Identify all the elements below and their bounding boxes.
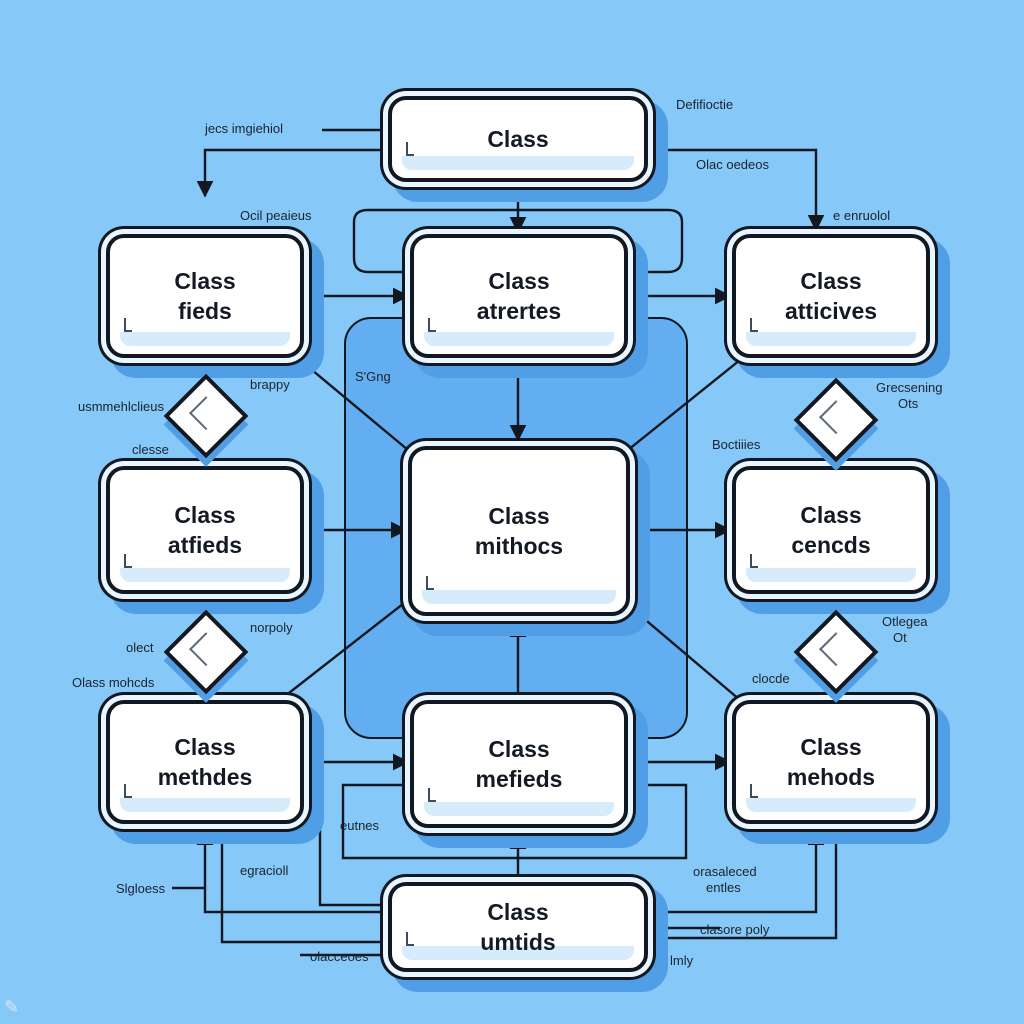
node-class-top-line1: Class [487, 126, 549, 152]
node-class-attrives-line1: Class [800, 268, 862, 294]
label-brappy: brappy [250, 377, 290, 392]
corner-mark [428, 318, 436, 332]
connector-methdes-down [318, 830, 388, 907]
connector-attributes-loop [352, 208, 684, 274]
label-ocil-peaieus: Ocil peaieus [240, 208, 312, 223]
node-class-atfields-line1: Class [174, 502, 236, 528]
node-class-atfields-line2: atfieds [167, 532, 243, 558]
label-sgng: S'Gng [355, 369, 391, 384]
label-jecs: jecs imgiehiol [205, 121, 284, 136]
connector-top-right-loop [648, 148, 825, 232]
label-slgloess: Slgloess [116, 881, 166, 896]
label-olect: olect [126, 640, 154, 655]
label-orasaleced: orasaleced [693, 864, 757, 879]
label-olass-mohcds: Olass mohcds [72, 675, 155, 690]
label-defifioctie: Defifioctie [676, 97, 734, 112]
node-class-mefieds[interactable]: Class mefieds [410, 700, 628, 828]
node-class-mehods-line1: Class [800, 734, 862, 760]
connector-methdes-center [279, 599, 409, 701]
node-class-top[interactable]: Class [388, 96, 648, 182]
connector-umtids-left-2 [220, 830, 388, 944]
node-class-cencds-line2: cencds [791, 532, 871, 558]
corner-mark [124, 554, 132, 568]
node-class-methods-center[interactable]: Class mithocs [408, 446, 630, 616]
corner-mark [750, 784, 758, 798]
connector-attrives-center [627, 359, 741, 451]
label-boctiiies: Boctiiies [712, 437, 761, 452]
corner-mark [428, 788, 436, 802]
label-lmly: lmly [670, 953, 694, 968]
corner-mark [124, 318, 132, 332]
node-class-attrives[interactable]: Class atticives [732, 234, 930, 358]
corner-mark [406, 932, 414, 946]
node-class-methdes-line2: methdes [157, 764, 253, 790]
node-class-umtids[interactable]: Class umtids [388, 882, 648, 972]
label-clesse: clesse [132, 442, 169, 457]
connector-umtids-right-2 [648, 830, 838, 940]
node-class-mehods[interactable]: Class mehods [732, 700, 930, 824]
node-class-mefieds-line1: Class [488, 736, 550, 762]
node-class-mehods-line2: mehods [786, 764, 876, 790]
label-norpoly: norpoly [250, 620, 293, 635]
label-ot: Ot [893, 630, 907, 645]
connector-bottom-loop [341, 783, 688, 860]
corner-mark [124, 784, 132, 798]
node-class-fields-line2: fieds [178, 298, 232, 324]
corner-mark [426, 576, 434, 590]
node-class-attributes[interactable]: Class atrertes [410, 234, 628, 358]
label-entles: entles [706, 880, 741, 895]
node-class-fields[interactable]: Class fieds [106, 234, 304, 358]
connector-fields-center [299, 359, 409, 451]
node-class-methdes-line1: Class [174, 734, 236, 760]
node-class-attributes-line1: Class [488, 268, 550, 294]
corner-mark [406, 142, 414, 156]
connector-top-left-loop [196, 148, 388, 198]
corner-mark [750, 318, 758, 332]
label-egracioll: egracioll [240, 863, 289, 878]
connector-mehods-center [627, 604, 741, 701]
node-class-attributes-line2: atrertes [476, 298, 562, 324]
label-clasore-poly: clasore poly [700, 922, 770, 937]
node-class-cencds-line1: Class [800, 502, 862, 528]
connector-umtids-left [196, 828, 388, 914]
node-class-methdes[interactable]: Class methdes [106, 700, 304, 824]
connector-umtids-right [648, 828, 825, 914]
label-eutnes: eutnes [340, 818, 380, 833]
node-class-umtids-line2: umtids [480, 929, 556, 955]
node-class-atfields[interactable]: Class atfieds [106, 466, 304, 594]
node-class-mefieds-line2: mefieds [475, 766, 563, 792]
label-olac-oedeos: Olac oedeos [696, 157, 769, 172]
label-otlegea: Otlegea [882, 614, 928, 629]
label-grecsening: Grecsening [876, 380, 943, 395]
label-clocde: clocde [752, 671, 790, 686]
node-class-fields-line1: Class [174, 268, 236, 294]
node-class-methods-center-line1: Class [488, 503, 550, 529]
label-olacceoes: olacceoes [310, 949, 369, 964]
node-class-methods-center-line2: mithocs [474, 533, 564, 559]
node-class-cencds[interactable]: Class cencds [732, 466, 930, 594]
node-class-attrives-line2: atticives [784, 298, 878, 324]
label-usmmeh: usmmehlclieus [78, 399, 164, 414]
label-ots: Ots [898, 396, 919, 411]
watermark-icon: ✎ [4, 997, 20, 1017]
node-class-umtids-line1: Class [487, 899, 549, 925]
corner-mark [750, 554, 758, 568]
label-enruolol: e enruolol [833, 208, 891, 223]
